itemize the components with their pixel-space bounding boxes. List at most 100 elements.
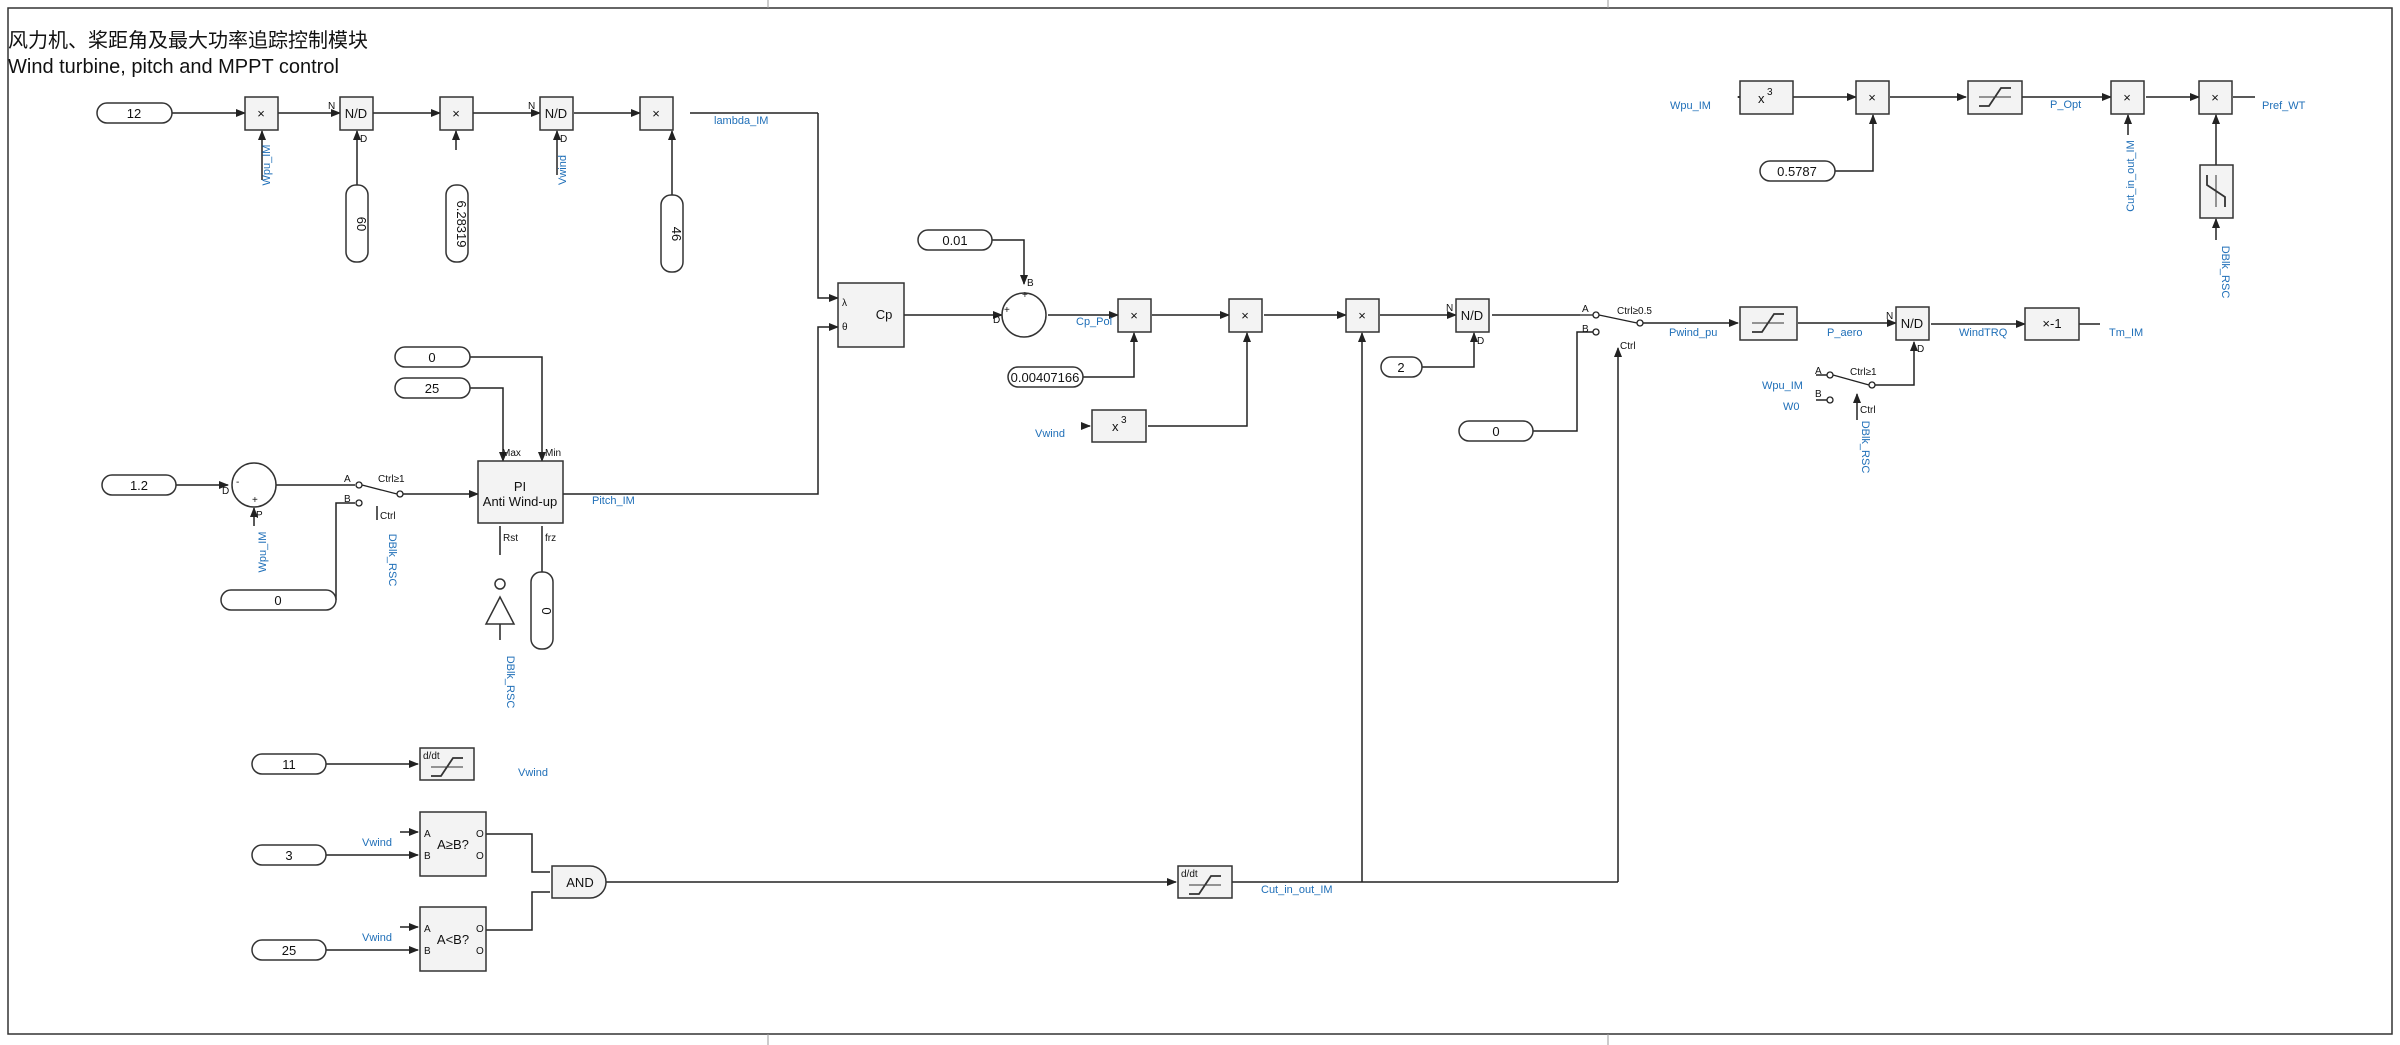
cube-blocks: x 3 x 3: [1091, 80, 1794, 443]
mult-2: ×: [452, 106, 460, 121]
mult-5: ×: [1241, 308, 1249, 323]
pi-port-min: Min: [545, 448, 561, 459]
label-vwind-cmp2: Vwind: [362, 932, 392, 944]
switch-ctrl-label: Ctrl≥1: [1850, 367, 1877, 378]
not-gate: [484, 578, 516, 625]
pi-sublabel: Anti Wind-up: [483, 494, 557, 509]
port-plus: +: [1004, 305, 1010, 316]
const-0-switch: 0: [1492, 424, 1499, 439]
label-vwind-cmp1: Vwind: [362, 837, 392, 849]
port-d: D: [222, 486, 229, 497]
port-n: N: [1446, 303, 1453, 314]
cp-port-theta: θ: [842, 322, 848, 333]
label-tm-im: Tm_IM: [2109, 327, 2143, 339]
port-d: D: [360, 134, 367, 145]
const-60: 60: [354, 217, 369, 231]
signal-labels: Wpu_IM Vwind lambda_IM Pitch_IM Wpu_IM D…: [257, 99, 2306, 944]
port-o: O: [476, 851, 484, 862]
cube-block-vwind: x: [1112, 419, 1119, 434]
comparator-ageb: A≥B?: [437, 837, 469, 852]
label-pwind-pu: Pwind_pu: [1669, 327, 1717, 339]
label-dblk-rsc-top: DBlk_RSC: [2219, 246, 2231, 299]
const-0-00407166: 0.00407166: [1011, 370, 1080, 385]
port-minus: -: [236, 477, 239, 488]
label-vwind-cube: Vwind: [1035, 428, 1065, 440]
pi-label: PI: [514, 479, 526, 494]
label-lambda-im: lambda_IM: [714, 115, 768, 127]
const-0-5787: 0.5787: [1777, 164, 1817, 179]
cube-block-wpu: x: [1758, 91, 1765, 106]
and-gate: AND: [566, 875, 593, 890]
port-ctrl: Ctrl: [1860, 405, 1876, 416]
pi-anti-windup-block: [477, 460, 564, 524]
label-p-opt: P_Opt: [2050, 99, 2081, 111]
port-n: N: [528, 101, 535, 112]
label-vwind: Vwind: [557, 155, 569, 185]
pi-port-frz: frz: [545, 533, 556, 544]
mult-1: ×: [257, 106, 265, 121]
port-a: A: [424, 924, 431, 935]
const-12: 12: [127, 106, 141, 121]
mult-9: ×: [2211, 90, 2219, 105]
label-w0: W0: [1783, 401, 1800, 413]
port-ctrl: Ctrl: [1620, 341, 1636, 352]
port-a: A: [344, 474, 351, 485]
switch-labels: A B Ctrl≥1 Ctrl A B Ctrl≥0.5 Ctrl A B Ct…: [344, 304, 1877, 522]
label-cut-in-out-top: Cut_in_out_IM: [2125, 140, 2137, 212]
port-d: D: [1477, 336, 1484, 347]
const-2: 2: [1397, 360, 1404, 375]
label-wpu-im-pitch: Wpu_IM: [257, 532, 269, 573]
div-2: N/D: [545, 106, 567, 121]
cube-sup: 3: [1121, 415, 1127, 426]
summing-junctions: D + + B D - + P: [222, 278, 1047, 521]
port-n: N: [328, 101, 335, 112]
const-0-min: 0: [428, 350, 435, 365]
label-wpu-im: Wpu_IM: [261, 145, 273, 186]
switches: [355, 311, 1876, 507]
const-11: 11: [282, 757, 296, 772]
port-p: P: [256, 510, 263, 521]
comparator-altb: A<B?: [437, 932, 469, 947]
port-d: D: [1917, 344, 1924, 355]
diagram-frame: [7, 7, 2393, 1035]
limiter-blocks: [1739, 80, 2234, 341]
cube-sup: 3: [1767, 87, 1773, 98]
const-3: 3: [285, 848, 292, 863]
label-wpu-im-switch: Wpu_IM: [1762, 380, 1803, 392]
port-a: A: [1582, 304, 1589, 315]
diagram-title-zh: 风力机、桨距角及最大功率追踪控制模块: [8, 30, 368, 52]
gain-neg1: ×-1: [2042, 316, 2061, 331]
constant-blocks: 12 60 6.28319 46 0.01 0.00407166 2 0 0 2…: [96, 102, 1836, 961]
port-d: D: [993, 315, 1000, 326]
div-3: N/D: [1461, 308, 1483, 323]
port-plus: +: [1022, 290, 1028, 301]
const-1-2: 1.2: [130, 478, 148, 493]
comparator-blocks: A≥B? A B O O A<B? A B O O AND: [419, 811, 607, 972]
label-windtrq: WindTRQ: [1959, 327, 2008, 339]
port-b: B: [344, 494, 351, 505]
port-b: B: [1582, 324, 1589, 335]
port-b: B: [1815, 389, 1822, 400]
label-cut-in-out: Cut_in_out_IM: [1261, 884, 1333, 896]
port-b: B: [424, 851, 431, 862]
label-dblk-rsc-w0: DBlk_RSC: [1859, 421, 1871, 474]
switch-ctrl-label: Ctrl≥0.5: [1617, 306, 1652, 317]
mult-8: ×: [2123, 90, 2131, 105]
div-4: N/D: [1901, 316, 1923, 331]
const-25-max: 25: [425, 381, 439, 396]
const-46: 46: [669, 227, 684, 241]
label-vwind-out: Vwind: [518, 767, 548, 779]
label-wpu-im-top: Wpu_IM: [1670, 100, 1711, 112]
label-pref-wt: Pref_WT: [2262, 100, 2306, 112]
pi-port-max: Max: [502, 448, 521, 459]
cp-block: [837, 282, 905, 348]
port-n: N: [1886, 311, 1893, 322]
cp-label: Cp: [876, 307, 893, 322]
port-b: B: [1027, 278, 1034, 289]
label-pitch-im: Pitch_IM: [592, 495, 635, 507]
ddt-label: d/dt: [1181, 869, 1198, 880]
mult-7: ×: [1868, 90, 1876, 105]
mult-4: ×: [1130, 308, 1138, 323]
const-0-01: 0.01: [942, 233, 967, 248]
